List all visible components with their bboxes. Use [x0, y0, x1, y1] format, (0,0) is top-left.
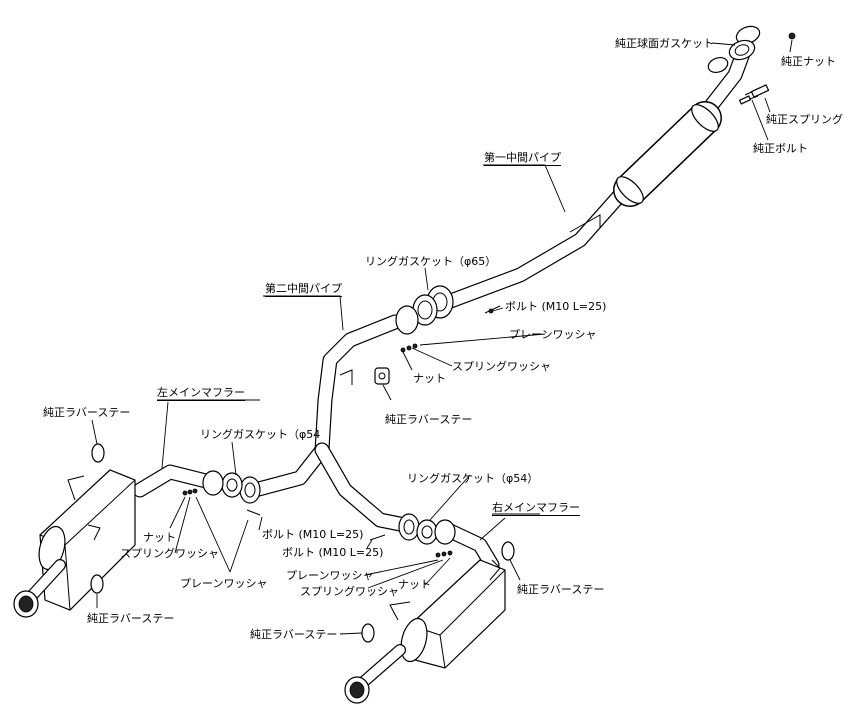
hardware [182, 32, 796, 558]
label-spring-washer-top: スプリングワッシャ [452, 360, 551, 373]
label-oe-bolt: 純正ボルト [753, 142, 808, 155]
left-main-muffler [13, 469, 136, 618]
label-oe-rubber-stay-mid: 純正ラバーステー [385, 413, 473, 426]
label-bolt-right: ボルト (M10 L=25) [282, 546, 384, 559]
label-right-main-muffler: 右メインマフラー [492, 501, 580, 516]
label-oe-spring: 純正スプリング [766, 113, 843, 126]
label-first-mid-pipe: 第一中間パイプ [484, 151, 561, 166]
flanges [202, 25, 761, 545]
label-oe-rubber-stay-right: 純正ラバーステー [517, 583, 605, 596]
label-ring-gasket-65: リングガスケット（φ65） [365, 255, 497, 268]
label-spring-washer-left: スプリングワッシャ [120, 547, 219, 560]
label-nut-left: ナット [143, 531, 176, 544]
label-oe-rubber-stay-left-bottom: 純正ラバーステー [87, 612, 175, 625]
pipes [132, 40, 753, 573]
label-nut-top: ナット [413, 372, 446, 385]
label-left-main-muffler: 左メインマフラー [157, 386, 245, 401]
label-oe-rubber-stay-left-top: 純正ラバーステー [43, 406, 131, 419]
label-bolt-top: ボルト (M10 L=25) [505, 300, 607, 313]
label-ring-gasket-54-left: リングガスケット（φ54 [200, 428, 321, 441]
label-oe-spherical-gasket: 純正球面ガスケット [615, 37, 714, 50]
label-second-mid-pipe: 第二中間パイプ [265, 282, 342, 297]
label-bolt-left: ボルト (M10 L=25) [262, 528, 364, 541]
right-main-muffler [344, 559, 506, 704]
label-plain-washer-left: プレーンワッシャ [180, 577, 268, 590]
label-oe-nut: 純正ナット [781, 55, 836, 68]
label-oe-rubber-stay-bottom-center: 純正ラバーステー [250, 628, 338, 641]
label-plain-washer-right: プレーンワッシャ [286, 569, 374, 582]
label-spring-washer-right: スプリングワッシャ [300, 585, 399, 598]
label-ring-gasket-54-right: リングガスケット（φ54） [407, 472, 539, 485]
label-plain-washer-top: プレーンワッシャ [509, 328, 597, 341]
rubber-stays [90, 367, 515, 643]
label-nut-right: ナット [398, 578, 431, 591]
